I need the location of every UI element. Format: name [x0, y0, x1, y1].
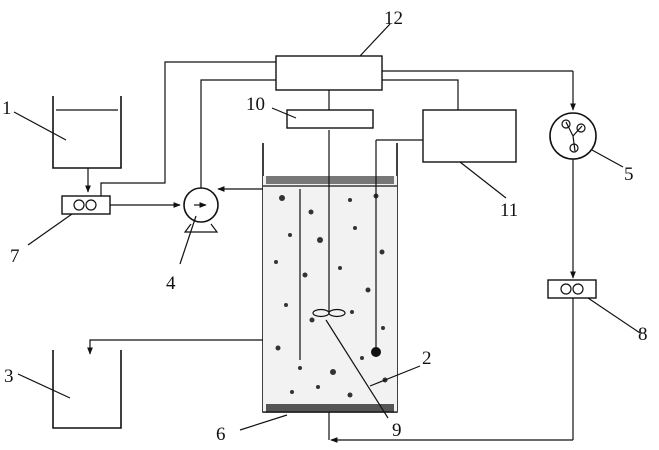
label-4: 4	[166, 273, 176, 294]
air-pump	[330, 279, 597, 443]
label-6: 6	[216, 424, 226, 445]
label-2: 2	[422, 348, 432, 369]
monitoring-meter	[376, 109, 517, 163]
controller	[275, 55, 573, 110]
label-5: 5	[624, 164, 634, 185]
callouts: 1 2 3 4 5 6 7 8 9 10 11 12	[2, 8, 648, 445]
effluent-tank	[52, 350, 122, 429]
label-1: 1	[2, 98, 12, 119]
label-8: 8	[638, 324, 648, 345]
reactor	[87, 130, 398, 440]
label-3: 3	[4, 366, 14, 387]
label-12: 12	[384, 8, 403, 29]
label-10: 10	[246, 94, 265, 115]
label-11: 11	[500, 200, 518, 221]
stirrer-motor	[286, 109, 374, 129]
air-blower	[549, 71, 597, 279]
label-9: 9	[392, 420, 402, 441]
label-7: 7	[10, 246, 20, 267]
feed-pump	[61, 61, 276, 215]
feed-tank	[52, 96, 122, 193]
